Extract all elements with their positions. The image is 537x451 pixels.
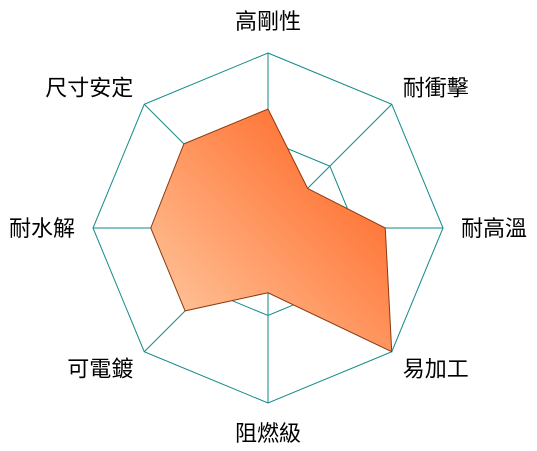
axis-label-3: 耐高溫 <box>461 217 527 242</box>
data-series-area <box>150 108 393 353</box>
axis-label-6: 可電鍍 <box>67 358 133 383</box>
axis-label-1: 高剛性 <box>235 10 301 35</box>
axis-label-8: 尺寸安定 <box>45 76 133 101</box>
axis-label-2: 耐衝擊 <box>403 76 469 101</box>
radar-data <box>150 108 393 353</box>
axis-label-5: 阻燃級 <box>235 422 301 447</box>
axis-label-4: 易加工 <box>403 358 469 383</box>
axis-label-7: 耐水解 <box>9 217 75 242</box>
